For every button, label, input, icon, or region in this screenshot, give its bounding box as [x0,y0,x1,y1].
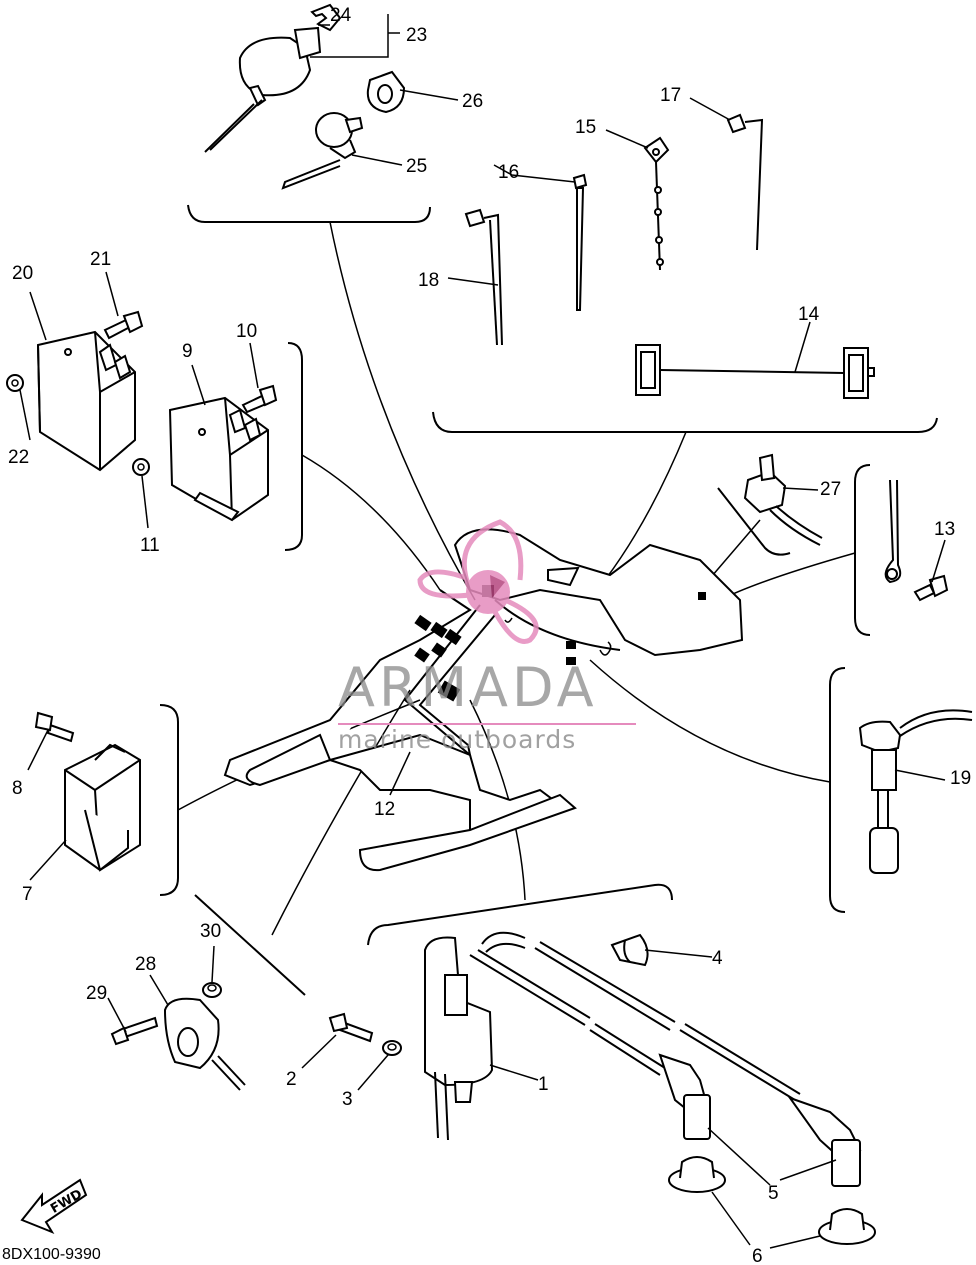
earth-lead-13 [884,479,902,584]
washer-11 [132,458,150,476]
callout-2: 2 [286,1069,297,1090]
callout-30: 30 [200,921,221,942]
thermo-sensor-19 [858,709,973,874]
bolt-29 [110,1016,159,1046]
callout-11: 11 [140,535,160,556]
switch-27 [743,453,823,546]
washer-22 [6,374,24,392]
bolt-8 [34,711,75,743]
watermark-title: ARMADA [338,656,598,719]
plug-leads-5 [469,931,862,1187]
pulser-coil-28 [163,997,246,1091]
rectifier-7 [64,743,141,872]
callout-6: 6 [752,1246,763,1265]
callout-4: 4 [712,948,723,969]
main-switch-23 [204,26,322,153]
callout-7: 7 [22,884,33,905]
band-18 [464,208,503,346]
callout-25: 25 [406,156,427,177]
callout-28: 28 [135,954,156,975]
cdi-unit-9 [168,396,269,522]
callout-19: 19 [950,768,971,789]
cdi-unit-20 [36,330,136,472]
bolt-13 [913,574,949,602]
callout-26: 26 [462,91,483,112]
watermark-subtitle: marine outboards [338,725,576,754]
callout-12: 12 [374,799,395,820]
nut-30 [202,982,222,998]
callout-27: 27 [820,479,841,500]
callout-labels: 1 2 3 4 5 6 7 8 9 10 11 12 13 14 15 16 1… [8,5,971,1265]
callout-9: 9 [182,341,193,362]
group-brackets [159,204,938,996]
band-17 [726,113,764,251]
callout-8: 8 [12,778,23,799]
callout-3: 3 [342,1089,353,1110]
callout-leaders [19,14,946,1249]
callout-17: 17 [660,85,681,106]
key-24 [310,3,342,32]
band-16 [572,173,588,311]
watermark-logo [417,519,539,644]
clip-15 [643,136,670,271]
callout-1: 1 [538,1074,549,1095]
callout-15: 15 [575,117,596,138]
plug-caps-6 [668,1156,876,1245]
nut-26 [366,70,406,114]
callout-10: 10 [236,321,257,342]
callout-16: 16 [498,162,519,183]
group-leaders [177,221,856,936]
fwd-arrow: FWD [20,1178,88,1235]
wire-harness-12 [223,528,744,872]
clamp-4 [610,933,649,967]
bolt-21 [103,310,144,340]
callout-22: 22 [8,447,29,468]
ignition-coil-1 [424,936,494,1141]
callout-18: 18 [418,270,439,291]
callout-20: 20 [12,263,33,284]
bolt-10 [241,384,278,414]
choke-knob-25 [281,112,364,190]
callout-24: 24 [330,5,352,26]
callout-29: 29 [86,983,107,1004]
callout-13: 13 [934,519,955,540]
callout-14: 14 [798,304,820,325]
bolt-2 [328,1012,374,1043]
callout-5: 5 [768,1183,779,1204]
connector-14 [635,344,875,399]
washer-3 [382,1040,402,1056]
callout-23: 23 [406,25,427,46]
diagram-code: 8DX100-9390 [2,1246,101,1263]
callout-21: 21 [90,249,111,270]
